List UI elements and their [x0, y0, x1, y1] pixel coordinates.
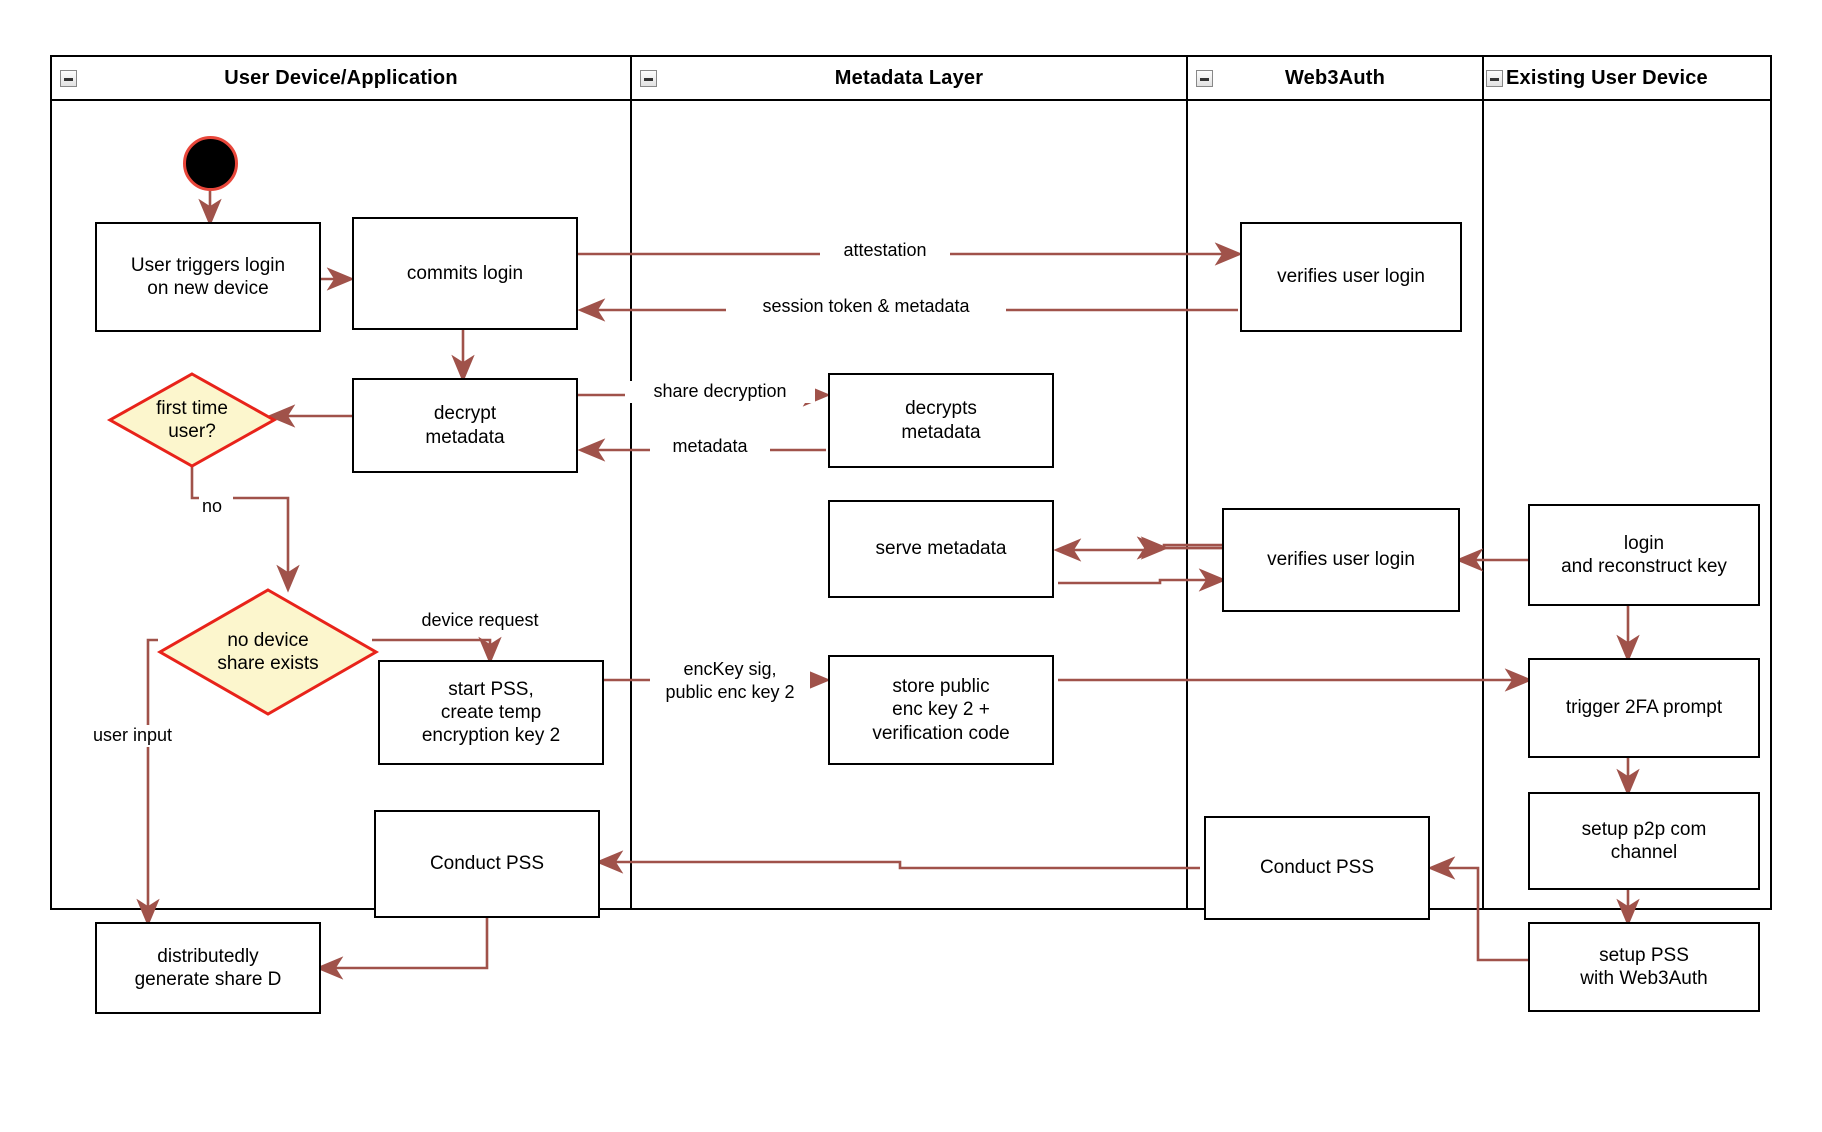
lane-separator-1 — [630, 55, 632, 910]
node-store-public-enc-key-2[interactable]: store public enc key 2 + verification co… — [828, 655, 1054, 765]
node-setup-p2p-com-channel[interactable]: setup p2p com channel — [1528, 792, 1760, 890]
minimize-icon[interactable] — [60, 70, 77, 87]
lane-title: Web3Auth — [1284, 66, 1386, 89]
lane-separator-3 — [1482, 55, 1484, 910]
node-verifies-user-login-2[interactable]: verifies user login — [1222, 508, 1460, 612]
node-start-pss-create-temp-key[interactable]: start PSS, create temp encryption key 2 — [378, 660, 604, 765]
node-serve-metadata[interactable]: serve metadata — [828, 500, 1054, 598]
node-trigger-2fa-prompt[interactable]: trigger 2FA prompt — [1528, 658, 1760, 758]
minimize-icon[interactable] — [1486, 70, 1503, 87]
edge-label-device-request: device request — [400, 610, 560, 632]
node-decrypt-metadata[interactable]: decrypt metadata — [352, 378, 578, 473]
lane-header-web3auth[interactable]: Web3Auth — [1188, 57, 1482, 101]
lane-title: Existing User Device — [1506, 66, 1708, 89]
lane-header-metadata[interactable]: Metadata Layer — [632, 57, 1186, 101]
edge-label-no: no — [199, 496, 233, 518]
decision-first-time-user[interactable]: first time user? — [106, 372, 278, 468]
node-commits-login[interactable]: commits login — [352, 217, 578, 330]
edge-label-metadata: metadata — [650, 436, 770, 458]
lane-header-user-device[interactable]: User Device/Application — [52, 57, 630, 101]
node-setup-pss-with-web3auth[interactable]: setup PSS with Web3Auth — [1528, 922, 1760, 1012]
edge-label-user-input: user input — [90, 725, 200, 747]
edge-label-share-decryption: share decryption — [625, 381, 815, 403]
lane-title: Metadata Layer — [834, 66, 984, 89]
node-login-and-reconstruct-key[interactable]: login and reconstruct key — [1528, 504, 1760, 606]
lane-separator-2 — [1186, 55, 1188, 910]
node-decrypts-metadata[interactable]: decrypts metadata — [828, 373, 1054, 468]
node-conduct-pss-user[interactable]: Conduct PSS — [374, 810, 600, 918]
lane-header-existing-device[interactable]: Existing User Device — [1484, 57, 1770, 101]
decision-no-device-share-exists[interactable]: no device share exists — [156, 588, 380, 716]
node-conduct-pss-web3auth[interactable]: Conduct PSS — [1204, 816, 1430, 920]
lane-title: User Device/Application — [224, 66, 458, 89]
node-verifies-user-login-1[interactable]: verifies user login — [1240, 222, 1462, 332]
minimize-icon[interactable] — [1196, 70, 1213, 87]
edge-label-attestation: attestation — [820, 240, 950, 262]
node-user-triggers-login[interactable]: User triggers login on new device — [95, 222, 321, 332]
start-node[interactable] — [183, 136, 238, 191]
swimlane-frame — [50, 55, 1772, 910]
node-distributedly-generate-share-d[interactable]: distributedly generate share D — [95, 922, 321, 1014]
edge-label-session-token: session token & metadata — [726, 296, 1006, 318]
minimize-icon[interactable] — [640, 70, 657, 87]
edge-label-enckey-sig: encKey sig, public enc key 2 — [650, 658, 810, 703]
edge-conductpss-to-distributedly — [315, 918, 489, 980]
